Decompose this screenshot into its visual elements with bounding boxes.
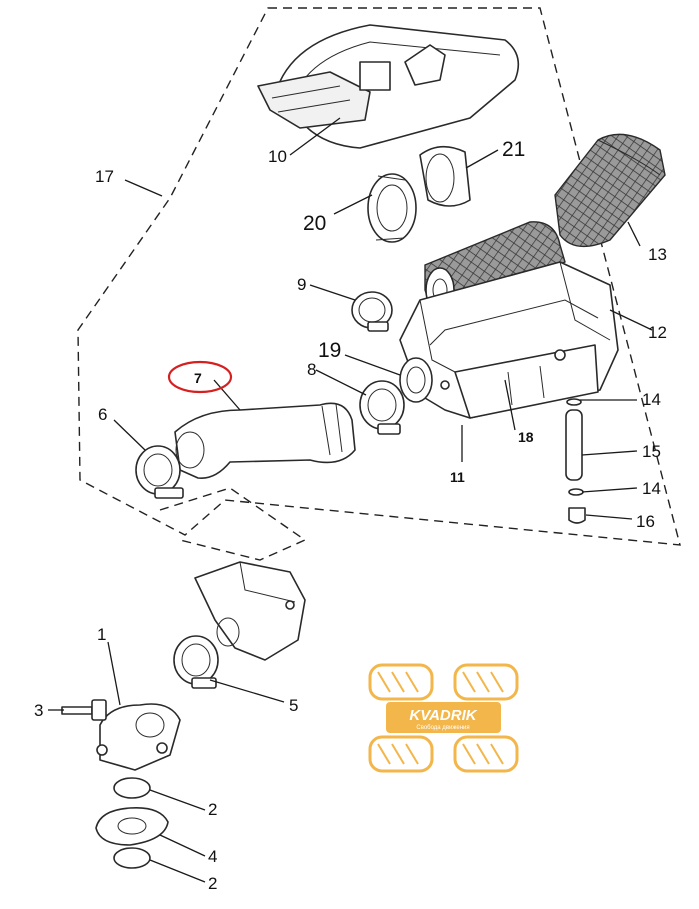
callout-8: 8 (307, 360, 316, 379)
callout-12: 12 (648, 323, 667, 342)
gasket-part-2-upper (113, 777, 151, 799)
callout-21: 21 (502, 138, 525, 161)
callout-3: 3 (34, 701, 43, 720)
clamp-band-part-21 (419, 145, 471, 207)
spacer-part-4 (95, 806, 169, 846)
clamp-part-8 (359, 380, 405, 435)
callout-2-upper: 2 (208, 800, 217, 819)
callout-16: 16 (636, 512, 655, 531)
callout-11: 11 (450, 469, 465, 485)
clamp-part-6 (135, 445, 184, 499)
callout-9: 9 (297, 275, 306, 294)
intake-housing-part (194, 561, 306, 661)
kvadrik-watermark-logo: KVADRIK Свобода движения (368, 663, 519, 773)
leader-lines (48, 117, 653, 883)
callout-15: 15 (642, 442, 661, 461)
callout-2-lower: 2 (208, 874, 217, 893)
prefilter-part-13 (554, 133, 666, 248)
bolt-part-3 (61, 699, 107, 721)
clamp-part-9 (351, 291, 393, 332)
callout-6: 6 (98, 405, 107, 424)
callout-7: 7 (194, 370, 202, 386)
airbox-cover-part (257, 24, 520, 149)
sub-assembly-boundary (159, 487, 307, 561)
callout-10: 10 (268, 147, 287, 166)
intake-joint-part-1 (96, 703, 181, 771)
callout-14-upper: 14 (642, 390, 661, 409)
callout-19: 19 (318, 339, 341, 362)
intake-hose-part-7 (174, 402, 356, 479)
highlight-ring-part-7 (167, 360, 233, 394)
logo-tagline-text: Свобода движения (416, 725, 469, 731)
airbox-case-part-11 (399, 261, 619, 419)
callout-17: 17 (95, 167, 114, 186)
gasket-part-2-lower (113, 847, 151, 869)
logo-brand-text: KVADRIK (409, 707, 477, 724)
callout-18: 18 (518, 429, 534, 445)
callout-13: 13 (648, 245, 667, 264)
callout-20: 20 (303, 212, 326, 235)
callout-4: 4 (208, 847, 217, 866)
drain-assembly (565, 398, 586, 524)
joint-part-20 (367, 173, 417, 243)
callout-5: 5 (289, 696, 298, 715)
callout-14-lower: 14 (642, 479, 661, 498)
callout-1: 1 (97, 625, 106, 644)
